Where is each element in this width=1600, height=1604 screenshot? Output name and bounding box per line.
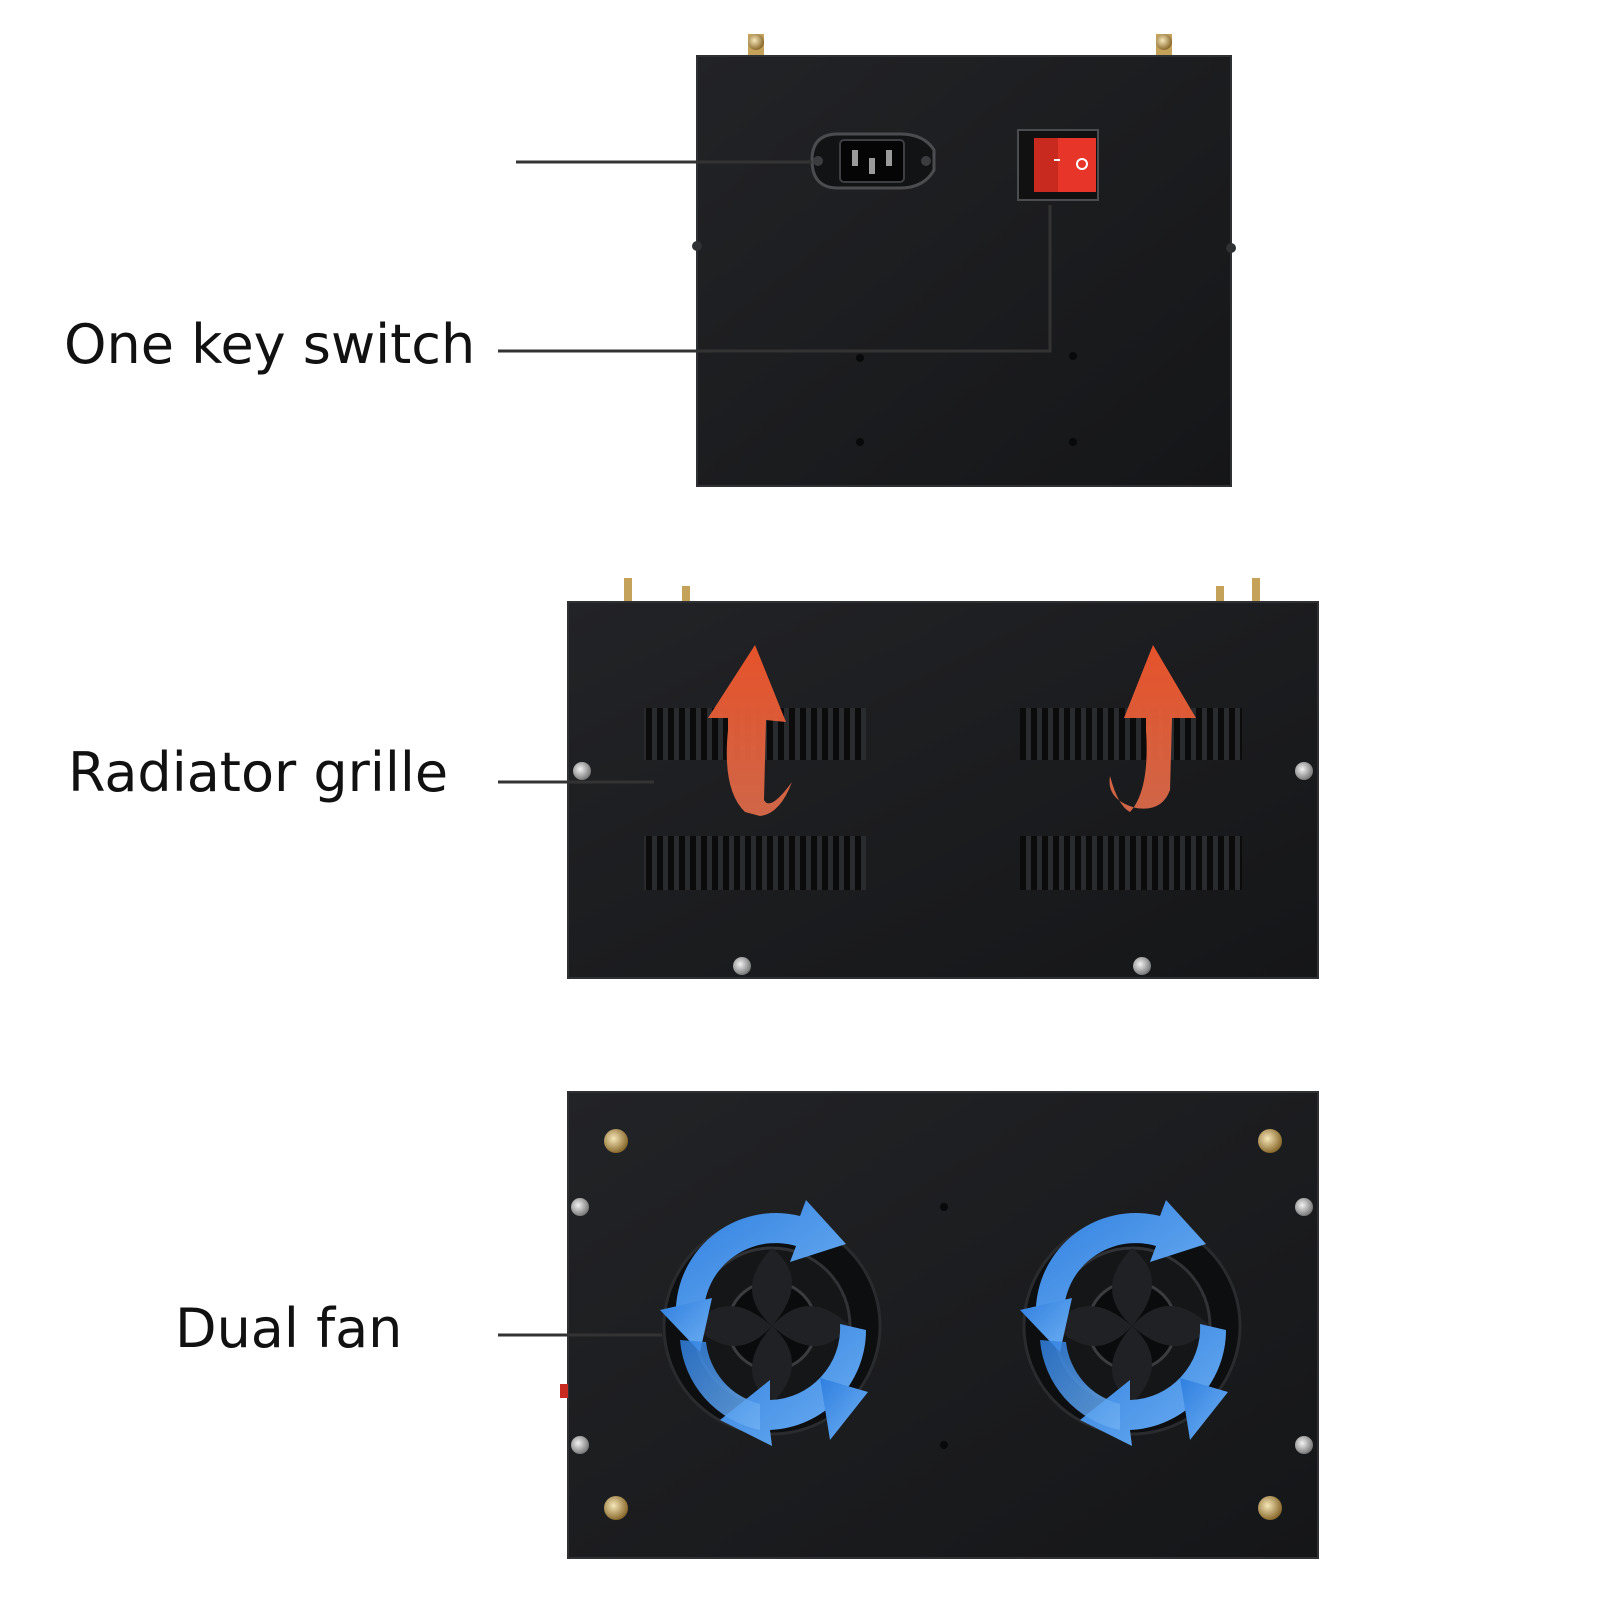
label-radiator-grille: Radiator grille: [68, 741, 449, 804]
radiator-grille-lower-left: [644, 836, 866, 890]
side-knob: [692, 241, 702, 251]
screw-icon: [733, 957, 751, 975]
mounting-tab-left: [748, 34, 764, 56]
top-terminal-right: [1216, 578, 1260, 602]
rotation-arrow-icon: [660, 1200, 868, 1446]
back-panel-group: [498, 34, 1236, 487]
screw-icon: [571, 1198, 589, 1216]
screw-icon: [1258, 1496, 1282, 1520]
screw-hole: [1069, 438, 1077, 446]
airflow-arrow-icon: [1109, 645, 1196, 812]
screw-hole: [940, 1203, 948, 1211]
rotation-arrow-icon: [1020, 1200, 1228, 1446]
fan-panel-group: [498, 1091, 1319, 1559]
side-switch-edge: [560, 1384, 568, 1398]
screw-hole: [940, 1441, 948, 1449]
screw-icon: [1295, 1436, 1313, 1454]
screw-hole: [856, 354, 864, 362]
power-socket-icon: [810, 132, 936, 190]
screw-icon: [571, 1436, 589, 1454]
radiator-grille-lower-right: [1020, 836, 1242, 890]
rocker-switch-icon: [1017, 129, 1099, 201]
screw-icon: [604, 1129, 628, 1153]
switch-leader-line: [498, 205, 1052, 353]
mounting-tab-right: [1156, 34, 1172, 56]
grille-panel: [567, 601, 1319, 979]
grille-panel-group: [498, 578, 1319, 979]
back-panel: [696, 55, 1232, 487]
top-terminal-left: [624, 578, 690, 602]
screw-icon: [604, 1496, 628, 1520]
label-one-key-switch: One key switch: [64, 313, 476, 376]
screw-hole: [1069, 352, 1077, 360]
label-dual-fan: Dual fan: [175, 1297, 403, 1360]
screw-icon: [573, 762, 591, 780]
side-knob: [1226, 243, 1236, 253]
screw-icon: [1295, 1198, 1313, 1216]
airflow-arrow-icon: [708, 645, 792, 816]
screw-icon: [1258, 1129, 1282, 1153]
screw-hole: [856, 438, 864, 446]
screw-icon: [1133, 957, 1151, 975]
screw-icon: [1295, 762, 1313, 780]
